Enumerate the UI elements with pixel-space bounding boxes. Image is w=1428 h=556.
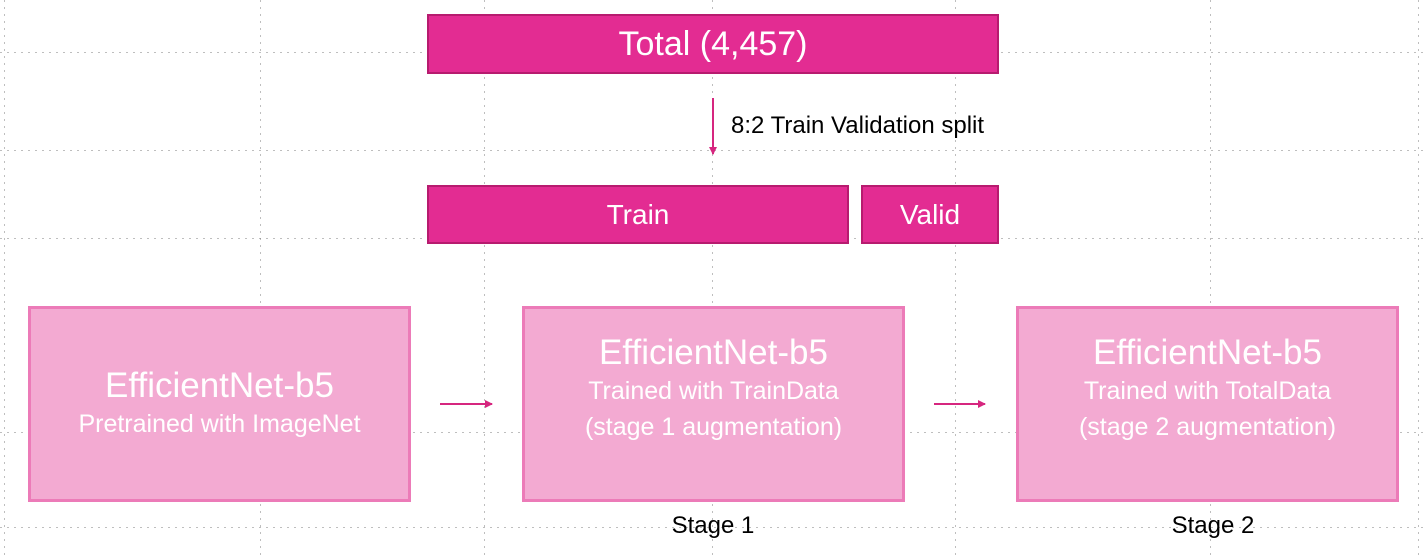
model-description: Trained with TotalData [1083,377,1332,405]
model-title: EfficientNet-b5 [105,366,334,405]
model-stage1-box: EfficientNet-b5 Trained with TrainData (… [522,306,905,502]
model-stage2-box: EfficientNet-b5 Trained with TotalData (… [1016,306,1399,502]
train-set-label: Train [606,198,670,230]
valid-set-label: Valid [899,198,961,230]
model-augmentation: (stage 1 augmentation) [584,413,843,441]
model-augmentation: (stage 2 augmentation) [1078,413,1337,441]
total-dataset-label: Total (4,457) [618,24,808,63]
total-dataset-box: Total (4,457) [427,14,999,74]
model-description: Pretrained with ImageNet [78,410,361,438]
valid-set-box: Valid [861,185,999,244]
stage-2-label: Stage 2 [1171,512,1255,539]
model-description: Trained with TrainData [588,377,839,405]
model-title: EfficientNet-b5 [599,333,828,372]
split-label: 8:2 Train Validation split [731,112,985,139]
model-pretrained-box: EfficientNet-b5 Pretrained with ImageNet [28,306,411,502]
train-set-box: Train [427,185,849,244]
model-title: EfficientNet-b5 [1093,333,1322,372]
stage-1-label: Stage 1 [671,512,755,539]
